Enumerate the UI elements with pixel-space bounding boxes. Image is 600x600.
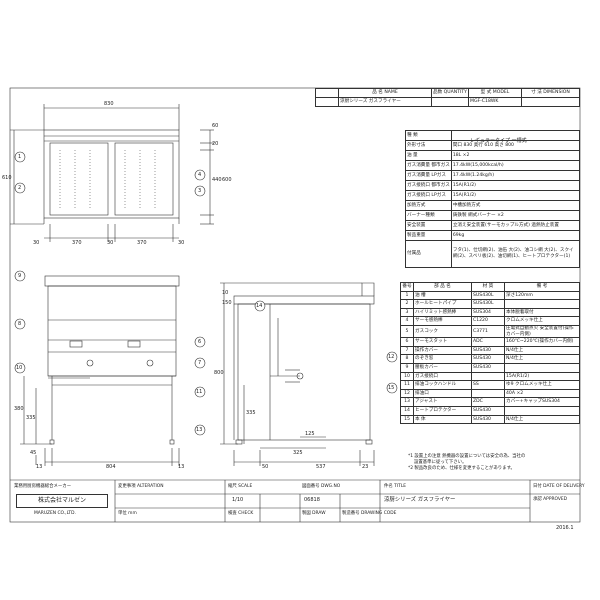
dim-45: 45 <box>30 450 37 456</box>
year-label: 2016.1 <box>556 525 574 531</box>
balloon-10: 10 <box>16 365 23 371</box>
maker-logo: 株式会社マルゼン <box>16 494 108 508</box>
dim-380: 380 <box>14 406 24 412</box>
dim-335b: 335 <box>246 410 256 416</box>
scale-label: 縮尺 SCALE <box>228 484 253 489</box>
balloon-8: 8 <box>18 321 22 327</box>
dim-800: 800 <box>214 370 224 376</box>
dim-150: 150 <box>222 300 232 306</box>
balloon-11: 11 <box>196 389 203 395</box>
dim-335: 335 <box>26 415 36 421</box>
balloon-4: 4 <box>198 172 202 178</box>
dim-10: 10 <box>222 290 229 296</box>
dim-13a: 13 <box>36 464 43 470</box>
dim-804: 804 <box>106 464 116 470</box>
outer-frame <box>9 87 581 523</box>
product-model: MGF-C18WK <box>467 97 522 107</box>
side-view <box>233 282 375 445</box>
dim-30b: 30 <box>107 240 114 246</box>
dwgno-value: 06818 <box>304 497 320 503</box>
balloon-15: 15 <box>388 385 395 391</box>
dim-610: 610 <box>2 175 12 181</box>
dim-440: 440 <box>212 177 222 183</box>
title-label: 件名 TITLE <box>384 484 407 489</box>
dim-537: 537 <box>316 464 326 470</box>
dim-30a: 30 <box>33 240 40 246</box>
scale-value: 1/10 <box>232 497 244 503</box>
product-name: 涼厨シリーズ ガスフライヤー <box>338 97 432 107</box>
note-2: *2 製品改良のため、仕様を変更することがあります。 <box>408 466 515 471</box>
dim-125: 125 <box>305 431 315 437</box>
dim-60: 60 <box>212 123 219 129</box>
draw-label: 製図 DRAW <box>302 511 326 516</box>
balloon-1: 1 <box>18 154 22 160</box>
balloon-13: 13 <box>196 427 203 433</box>
dim-13b: 13 <box>178 464 185 470</box>
approved-label: 承認 APPROVED <box>533 497 568 502</box>
note-1b: 設置基準に従って下さい。 <box>414 460 467 465</box>
front-view <box>44 275 180 445</box>
unit-label: 単位 mm <box>118 511 137 516</box>
plan-view <box>43 129 180 224</box>
balloon-2: 2 <box>18 185 22 191</box>
maker-en: MARUZEN CO.,LTD. <box>34 511 76 516</box>
balloons <box>14 151 398 436</box>
dim-370b: 370 <box>137 240 147 246</box>
fab-label: 製造番号 DRAWING CODE <box>342 511 397 516</box>
dim-20: 20 <box>212 141 219 147</box>
dim-23: 23 <box>362 464 369 470</box>
check-label: 検査 CHECK <box>228 511 254 516</box>
balloon-9: 9 <box>18 273 22 279</box>
balloon-12: 12 <box>388 354 395 360</box>
dwgno-label: 図面番号 DWG.NO <box>302 484 341 489</box>
dim-370a: 370 <box>72 240 82 246</box>
dim-30c: 30 <box>178 240 185 246</box>
balloon-6: 6 <box>198 339 202 345</box>
date-label: 日付 DATE OF DELIVERY <box>533 484 585 489</box>
note-1: *1 設置上の注意 熱機器の設置については安全の為、当社の <box>408 454 526 459</box>
dim-600: 600 <box>222 177 232 183</box>
alteration-label: 変更事項 ALTERATION <box>118 484 164 489</box>
maker-tagline: 業務用厨房機器総合メーカー <box>14 484 72 489</box>
balloon-7: 7 <box>198 360 202 366</box>
dim-325: 325 <box>293 450 303 456</box>
title-value: 涼厨シリーズ ガスフライヤー <box>384 497 456 503</box>
balloon-3: 3 <box>198 188 202 194</box>
dim-830: 830 <box>104 101 114 107</box>
dim-50: 50 <box>262 464 269 470</box>
balloon-14: 14 <box>256 303 263 309</box>
